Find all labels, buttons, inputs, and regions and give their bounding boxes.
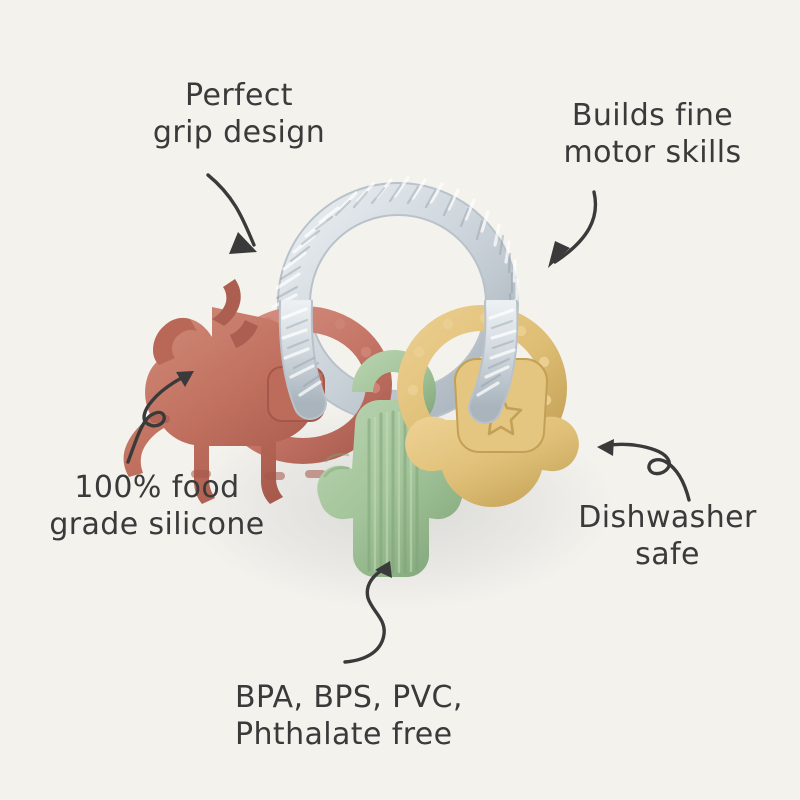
callout-dishwasher-safe: Dishwasher safe bbox=[578, 500, 757, 572]
callout-bpa-free: BPA, BPS, PVC, Phthalate free bbox=[235, 680, 463, 752]
rope-ring-front-right bbox=[468, 300, 519, 424]
rope-ring-front-left bbox=[278, 300, 327, 420]
callout-perfect-grip: Perfect grip design bbox=[152, 78, 326, 150]
callout-motor-skills: Builds fine motor skills bbox=[563, 98, 742, 170]
callout-food-grade: 100% food grade silicone bbox=[49, 470, 265, 542]
